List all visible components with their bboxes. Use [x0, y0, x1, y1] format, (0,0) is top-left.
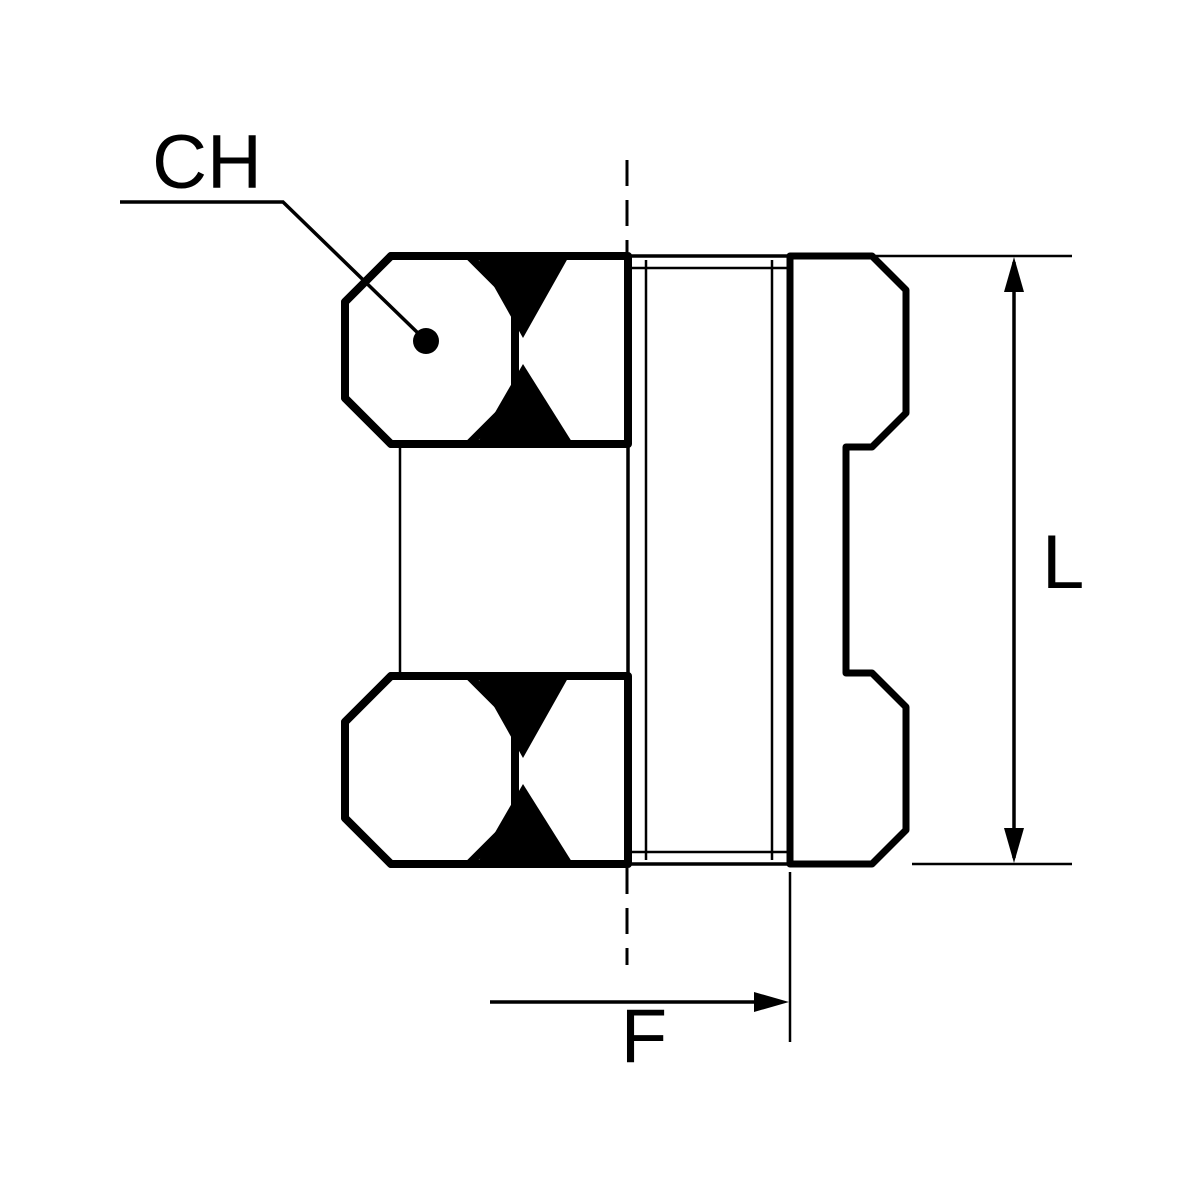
arrowhead-right-icon: [754, 992, 789, 1012]
arrowhead-up-icon: [1004, 257, 1024, 292]
dimension-l: L: [768, 254, 1084, 866]
label-f: F: [621, 994, 667, 1079]
dimension-f: F: [490, 872, 792, 1079]
label-ch: CH: [152, 120, 262, 205]
thread-section: [626, 254, 792, 866]
leader-ch: CH: [120, 120, 439, 354]
chamfer-shading-top-lower: [478, 364, 572, 442]
arrowhead-down-icon: [1004, 828, 1024, 863]
hex-band-top: [341, 252, 632, 448]
leader-line-ch: [120, 200, 423, 338]
thread-outline: [626, 254, 792, 866]
label-l: L: [1042, 520, 1084, 605]
cross-section-hatched: [786, 252, 910, 868]
chamfer-shading-bottom-upper: [478, 678, 568, 758]
chamfer-shading-top-upper: [478, 258, 568, 338]
leader-dot-ch: [413, 328, 439, 354]
hex-band-bottom: [341, 672, 632, 868]
hex-face-bottom: [341, 672, 519, 868]
body-middle-face: [398, 442, 630, 678]
chamfer-shading-bottom-lower: [478, 784, 572, 862]
